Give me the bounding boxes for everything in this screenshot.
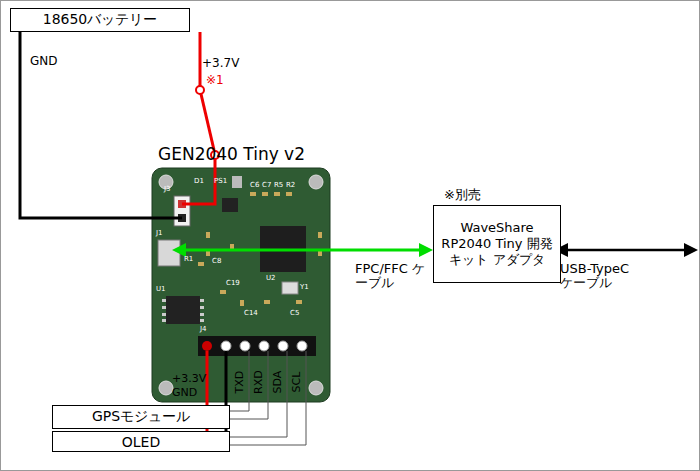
silkscreen: U2	[266, 275, 276, 283]
signal-label: SDA	[272, 371, 284, 394]
signal-wire	[230, 351, 268, 419]
cable-label: FPC/FFC ケーブル	[355, 262, 427, 291]
silkscreen: C19	[226, 280, 240, 288]
flash-chip	[166, 296, 200, 324]
pin-header	[198, 336, 316, 356]
box-label: OLED	[122, 434, 160, 450]
chip-pins	[162, 299, 204, 322]
fpc-cable	[184, 249, 421, 252]
signal-wire	[230, 351, 249, 411]
signal-label: RXD	[253, 370, 265, 394]
pin-label: +3.3V	[172, 373, 206, 385]
arrowhead	[172, 243, 186, 257]
silkscreen: C5	[290, 310, 299, 318]
oled-box: OLED	[52, 431, 230, 452]
box-label: GPSモジュール	[92, 408, 190, 426]
crystal	[282, 282, 298, 294]
silkscreen: C6	[250, 182, 259, 190]
arrowhead	[419, 243, 433, 257]
usb-cable-arrow	[554, 243, 698, 257]
sold-separately-note: ※別売	[444, 186, 481, 204]
board-title: GEN2040 Tiny v2	[158, 144, 305, 164]
note-marker: ※1	[206, 74, 224, 87]
mount-hole	[309, 175, 323, 189]
signal-wire	[230, 351, 306, 445]
wire-label: GND	[30, 55, 58, 68]
cable-label: USB-TypeC ケーブル	[560, 262, 640, 291]
silkscreen: U1	[156, 286, 166, 294]
silkscreen: R1	[184, 256, 193, 264]
power-wire	[199, 32, 202, 86]
connector	[20, 32, 219, 218]
pcb	[152, 168, 330, 402]
regulator	[222, 198, 238, 212]
switch-contact	[196, 86, 204, 94]
silkscreen: J1	[156, 230, 163, 238]
mount-hole	[309, 381, 323, 395]
silkscreen: J4	[200, 326, 207, 334]
ground-wire	[225, 351, 228, 405]
silkscreen: R2	[286, 182, 295, 190]
gps-box: GPSモジュール	[52, 405, 230, 429]
signal-label: SCL	[291, 372, 303, 393]
adapter-box: ※別売WaveShare RP2040 Tiny 開発キット アダプタ	[433, 205, 561, 283]
silkscreen: J3	[164, 186, 171, 194]
signal-label: TXD	[234, 371, 246, 394]
header-pins	[202, 341, 307, 351]
power-connector	[174, 196, 190, 226]
battery-box: 18650バッテリー	[10, 8, 190, 32]
switch-lever	[201, 94, 214, 150]
pin-label: GND	[172, 387, 197, 399]
silkscreen: C8	[212, 258, 221, 266]
adapter-name: WaveShare RP2040 Tiny 開発キット アダプタ	[434, 220, 560, 269]
signal-wire	[230, 351, 287, 437]
box-label: 18650バッテリー	[43, 11, 158, 29]
ground-wire	[20, 32, 182, 218]
silkscreen: PS1	[214, 178, 227, 186]
silkscreen: C7	[262, 182, 271, 190]
power-wire	[182, 159, 215, 204]
silkscreen: R5	[274, 182, 283, 190]
silkscreen: C14	[244, 310, 258, 318]
inductor	[232, 176, 242, 188]
fpc-connector	[158, 240, 180, 266]
voltage-label: +3.7V	[202, 57, 239, 70]
silkscreen: Y1	[300, 284, 309, 292]
connector	[172, 243, 433, 257]
mount-hole	[159, 381, 173, 395]
silkscreen: D1	[194, 178, 204, 186]
